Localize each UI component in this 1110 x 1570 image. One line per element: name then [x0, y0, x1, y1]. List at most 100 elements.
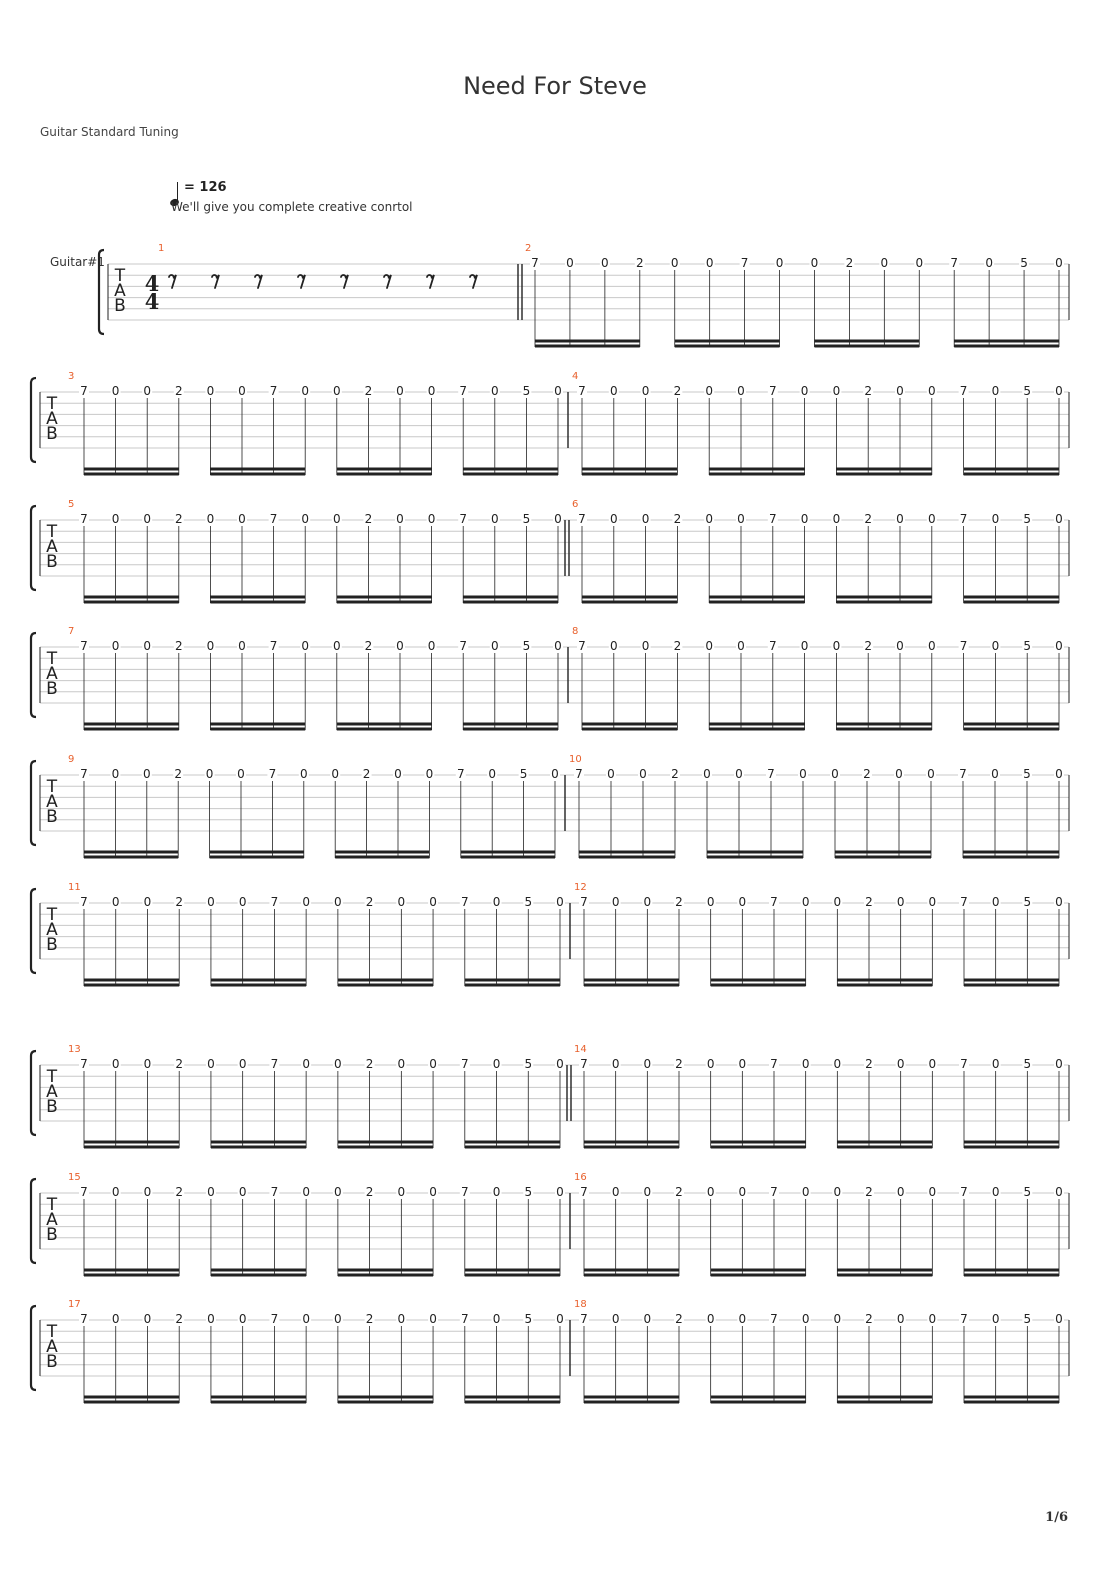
fret-mask — [800, 896, 811, 908]
fret-number: 7 — [80, 512, 88, 526]
beam — [963, 472, 1059, 476]
fret-number: 0 — [334, 1185, 342, 1199]
fret-number: 0 — [207, 1312, 215, 1326]
beam — [579, 850, 675, 854]
measure-number: 4 — [572, 371, 578, 382]
fret-number: 7 — [950, 256, 958, 270]
fret-mask — [736, 385, 746, 397]
fret-number: 2 — [175, 639, 183, 653]
fret-number: 7 — [580, 895, 588, 909]
tab-clef-letter: T — [46, 649, 58, 669]
fret-mask — [331, 385, 342, 397]
fret-number: 0 — [612, 1312, 620, 1326]
fret-number: 7 — [270, 639, 278, 653]
beam — [954, 344, 1059, 348]
fret-number: 0 — [739, 895, 747, 909]
fret-mask — [705, 1186, 716, 1198]
beam — [710, 978, 806, 982]
fret-mask — [487, 768, 498, 780]
fret-number: 7 — [459, 384, 467, 398]
fret-number: 0 — [144, 895, 152, 909]
beam — [954, 339, 1059, 343]
fret-number: 0 — [992, 1057, 1000, 1071]
fret-number: 0 — [612, 1057, 620, 1071]
fret-number: 5 — [524, 1312, 532, 1326]
beam — [835, 850, 931, 854]
fret-number: 0 — [207, 639, 215, 653]
measure-number: 7 — [68, 626, 74, 637]
fret-mask — [555, 1058, 565, 1070]
beam — [709, 472, 805, 476]
fret-number: 7 — [461, 895, 469, 909]
beam — [336, 727, 432, 731]
fret-mask — [521, 385, 532, 397]
system-bracket — [29, 376, 37, 464]
beam — [964, 1395, 1059, 1399]
fret-number: 7 — [960, 1185, 968, 1199]
tab-clef-letter: A — [46, 1210, 58, 1230]
fret-mask — [769, 1058, 779, 1070]
tab-clef-letter: B — [46, 1225, 58, 1245]
fret-number: 0 — [811, 256, 819, 270]
beam — [835, 855, 931, 859]
beam — [582, 472, 678, 476]
beam — [336, 722, 432, 726]
fret-mask — [1054, 768, 1064, 780]
fret-mask — [736, 640, 746, 652]
fret-number: 7 — [271, 1185, 279, 1199]
fret-number: 0 — [239, 1185, 247, 1199]
beam — [710, 1395, 806, 1399]
fret-number: 0 — [985, 256, 993, 270]
fret-number: 0 — [554, 639, 562, 653]
fret-number: 0 — [237, 767, 245, 781]
fret-mask — [766, 768, 776, 780]
fret-mask — [236, 768, 246, 780]
fret-number: 0 — [426, 767, 434, 781]
fret-mask — [734, 768, 744, 780]
system-bracket — [29, 504, 37, 592]
fret-mask — [363, 640, 374, 652]
fret-number: 0 — [300, 767, 308, 781]
fret-number: 5 — [1020, 256, 1028, 270]
fret-mask — [521, 640, 532, 652]
fret-mask — [300, 640, 311, 652]
fret-number: 2 — [366, 1312, 374, 1326]
tab-clef-letter: T — [46, 905, 58, 925]
fret-number: 2 — [863, 767, 871, 781]
fret-number: 7 — [769, 384, 777, 398]
fret-number: 0 — [915, 256, 923, 270]
tab-clef-letter: A — [46, 792, 58, 812]
fret-mask — [79, 1058, 89, 1070]
fret-mask — [521, 513, 532, 525]
fret-number: 0 — [881, 256, 889, 270]
fret-number: 0 — [238, 512, 246, 526]
fret-number: 2 — [865, 1057, 873, 1071]
fret-mask — [363, 513, 374, 525]
fret-number: 0 — [491, 639, 499, 653]
fret-mask — [110, 1058, 121, 1070]
fret-mask — [79, 513, 89, 525]
measure-number: 12 — [574, 882, 587, 893]
beam — [837, 983, 933, 987]
fret-number: 0 — [491, 512, 499, 526]
beam — [210, 472, 306, 476]
fret-number: 0 — [394, 767, 402, 781]
measure-number: 13 — [68, 1044, 81, 1055]
fret-number: 5 — [524, 895, 532, 909]
beam — [964, 1268, 1059, 1272]
system-bracket — [29, 1304, 37, 1392]
beam — [337, 978, 434, 982]
fret-number: 0 — [928, 384, 936, 398]
fret-number: 0 — [707, 1185, 715, 1199]
fret-mask — [110, 1186, 121, 1198]
fret-mask — [523, 1186, 534, 1198]
fret-mask — [1022, 1186, 1033, 1198]
tab-clef-letter: B — [46, 807, 58, 827]
fret-mask — [142, 1058, 153, 1070]
beam — [963, 855, 1059, 859]
fret-number: 0 — [612, 895, 620, 909]
fret-number: 0 — [801, 512, 809, 526]
beam — [709, 600, 805, 604]
fret-mask — [174, 1058, 185, 1070]
tab-clef-letter: B — [46, 935, 58, 955]
